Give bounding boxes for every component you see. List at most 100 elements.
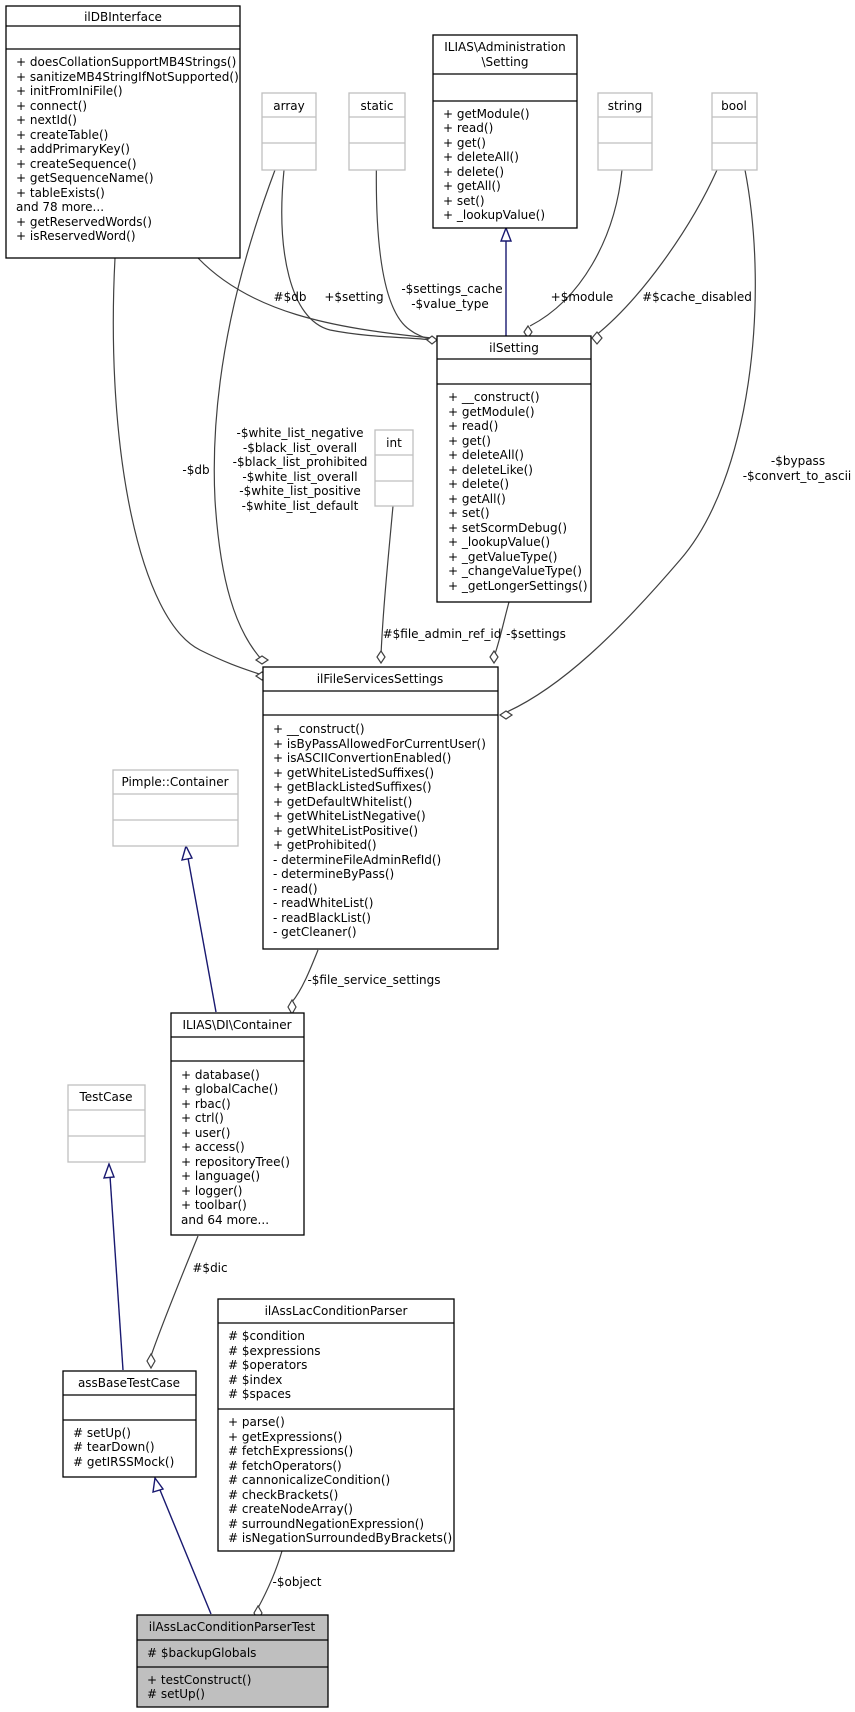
method: + ctrl(): [181, 1111, 224, 1125]
label-convert-to-ascii: -$convert_to_ascii: [743, 469, 852, 483]
method: + initFromIniFile(): [16, 84, 123, 98]
method: + __construct(): [273, 722, 365, 736]
class-static[interactable]: static: [348, 92, 406, 171]
class-box: [67, 1084, 146, 1163]
method: + getExpressions(): [228, 1430, 342, 1444]
class-box: [262, 666, 499, 950]
class-box: [261, 92, 317, 171]
method: + read(): [448, 419, 498, 433]
class-string[interactable]: string: [597, 92, 653, 171]
class-title-line2: \Setting: [481, 55, 528, 69]
class-ilfileservicessettings[interactable]: ilFileServicesSettings + __construct() +…: [262, 666, 499, 950]
class-title: array: [273, 99, 304, 113]
method: + getProhibited(): [273, 838, 377, 852]
method: # tearDown(): [73, 1440, 155, 1454]
method: + getAll(): [443, 179, 501, 193]
edge-bool-to-ilsetting: [594, 169, 718, 337]
method: + getWhiteListPositive(): [273, 824, 418, 838]
label-list-3: -$white_list_overall: [242, 470, 357, 484]
class-box: [217, 1298, 455, 1552]
method: + isASCIIConvertionEnabled(): [273, 751, 451, 765]
diamond-fileservices-settings: [489, 649, 499, 665]
method: # setUp(): [147, 1687, 205, 1701]
method: + sanitizeMB4StringIfNotSupported(): [16, 70, 239, 84]
class-box: [62, 1370, 197, 1478]
class-ilsetting[interactable]: ilSetting + __construct() + getModule() …: [436, 335, 592, 603]
class-box: [112, 769, 239, 847]
label-cache-disabled: #$cache_disabled: [642, 290, 752, 304]
label-list-4: -$white_list_positive: [239, 484, 361, 498]
method: - readBlackList(): [273, 911, 371, 925]
method: + doesCollationSupportMB4Strings(): [16, 55, 236, 69]
method: + rbac(): [181, 1097, 231, 1111]
edge-static-to-ilsetting: [375, 139, 433, 341]
class-bool[interactable]: bool: [711, 92, 758, 171]
inherit-dicontainer-to-pimple: [187, 857, 217, 1013]
class-ilasslacconditionparsertest[interactable]: ilAssLacConditionParserTest # $backupGlo…: [136, 1614, 329, 1708]
label-module: +$module: [551, 290, 614, 304]
class-title: ilAssLacConditionParserTest: [149, 1620, 316, 1634]
class-testcase[interactable]: TestCase: [67, 1084, 146, 1163]
edge-labels: #$db +$setting -$settings_cache -$value_…: [182, 282, 851, 1589]
class-title: int: [386, 436, 402, 450]
label-dic: #$dic: [192, 1261, 227, 1275]
class-title: ilFileServicesSettings: [317, 672, 444, 686]
label-file-admin-ref-id: #$file_admin_ref_id: [383, 627, 502, 641]
method: - determineByPass(): [273, 867, 394, 881]
method: + getWhiteListNegative(): [273, 809, 426, 823]
inheritance-arrowheads: [102, 226, 513, 1493]
label-db-file: -$db: [182, 463, 209, 477]
method: and 78 more...: [16, 200, 104, 214]
method: + getModule(): [448, 405, 535, 419]
method: + user(): [181, 1126, 230, 1140]
diamond-ilsetting-left: [426, 335, 438, 345]
label-list-0: -$white_list_negative: [237, 426, 364, 440]
method: + toolbar(): [181, 1198, 247, 1212]
aggregation-diamonds: [146, 324, 603, 1622]
inherit-assbase-to-testcase: [109, 1175, 124, 1371]
class-title: ilAssLacConditionParser: [265, 1304, 408, 1318]
class-title: ilDBInterface: [84, 10, 162, 24]
edge-bool-to-fileservices: [499, 169, 756, 716]
method: + _lookupValue(): [448, 535, 550, 549]
method: + tableExists(): [16, 186, 105, 200]
label-list-1: -$black_list_overall: [243, 441, 357, 455]
edge-array-to-ilsetting: [281, 169, 433, 341]
method: # surroundNegationExpression(): [228, 1517, 424, 1531]
class-ilasslacconditionparser[interactable]: ilAssLacConditionParser # $condition # $…: [217, 1298, 455, 1552]
method: + access(): [181, 1140, 245, 1154]
method: - readWhiteList(): [273, 896, 373, 910]
class-box: [348, 92, 406, 171]
label-value-type: -$value_type: [411, 297, 489, 311]
class-array[interactable]: array: [261, 92, 317, 171]
diamond-fileservices-int: [376, 649, 386, 665]
method: + delete(): [443, 165, 504, 179]
method: - determineFileAdminRefId(): [273, 853, 441, 867]
method: + get(): [448, 434, 491, 448]
method: + parse(): [228, 1415, 285, 1429]
class-ildbinterface[interactable]: ilDBInterface + doesCollationSupportMB4S…: [5, 5, 241, 259]
method: + createSequence(): [16, 157, 137, 171]
class-box: [374, 429, 414, 507]
method: - read(): [273, 882, 318, 896]
method: + testConstruct(): [147, 1673, 251, 1687]
method: + delete(): [448, 477, 509, 491]
class-box: [436, 335, 592, 603]
attribute: # $backupGlobals: [147, 1646, 256, 1660]
method: + connect(): [16, 99, 87, 113]
method: + _getValueType(): [448, 550, 557, 564]
class-assbasetestcase[interactable]: assBaseTestCase # setUp() # tearDown() #…: [62, 1370, 197, 1478]
class-box: [5, 5, 241, 259]
class-administration-setting[interactable]: ILIAS\Administration \Setting + getModul…: [432, 34, 578, 229]
class-pimple-container[interactable]: Pimple::Container: [112, 769, 239, 847]
edge-array-to-fileservices: [213, 169, 276, 661]
class-di-container[interactable]: ILIAS\DI\Container + database() + global…: [170, 1012, 305, 1236]
class-title: assBaseTestCase: [78, 1376, 180, 1390]
method: + __construct(): [448, 390, 540, 404]
method: + getBlackListedSuffixes(): [273, 780, 432, 794]
method: + deleteAll(): [448, 448, 524, 462]
class-int[interactable]: int: [374, 429, 414, 507]
method: # cannonicalizeCondition(): [228, 1473, 390, 1487]
method: + language(): [181, 1169, 260, 1183]
